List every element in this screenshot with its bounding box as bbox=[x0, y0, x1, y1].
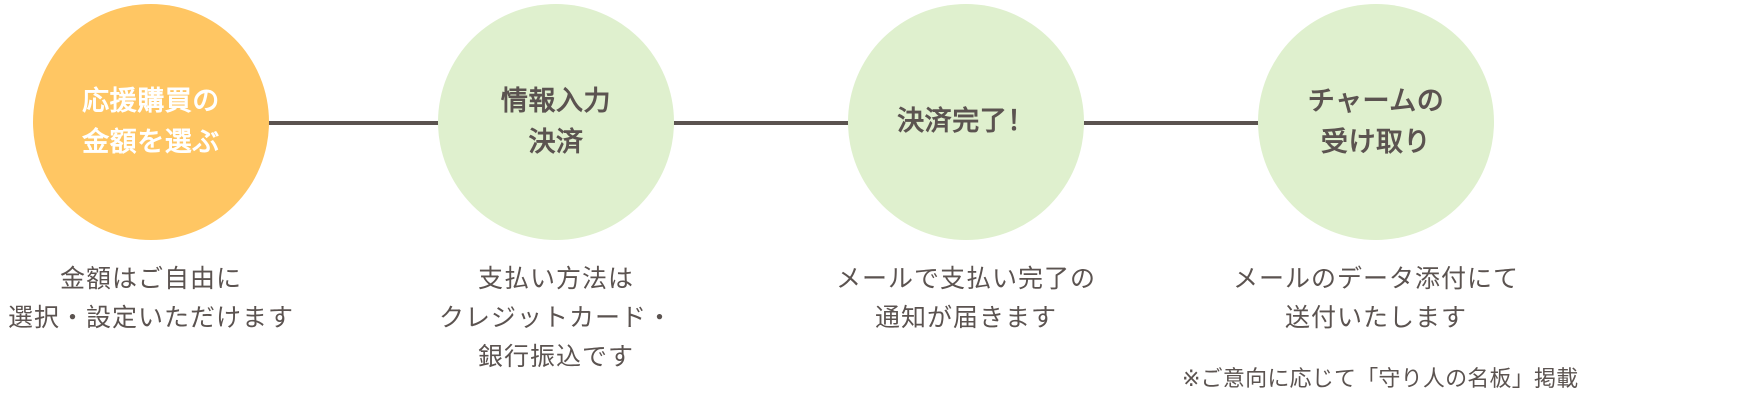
connector-step1-step2 bbox=[268, 121, 440, 125]
step-2-caption: 支払い方法は クレジットカード・ 銀行振込です bbox=[438, 265, 673, 371]
step-4-caption: メールのデータ添付にて 送付いたします bbox=[1232, 265, 1519, 332]
step-1-label: 応援購買の 金額を選ぶ bbox=[82, 85, 220, 157]
connector-step2-step3 bbox=[673, 121, 853, 125]
footnote: ※ご意向に応じて「守り人の名板」掲載 bbox=[1182, 366, 1579, 391]
step-4-label: チャームの 受け取り bbox=[1307, 85, 1445, 157]
step-3-caption: メールで支払い完了の 通知が届きます bbox=[835, 265, 1096, 332]
flow-step-2[interactable]: 情報入力 決済 支払い方法は クレジットカード・ 銀行振込です bbox=[336, 0, 776, 377]
flow-step-1[interactable]: 応援購買の 金額を選ぶ 金額はご自由に 選択・設定いただけます bbox=[0, 0, 371, 338]
step-3-circle[interactable]: 決済完了！ bbox=[848, 4, 1084, 240]
step-3-label: 決済完了！ bbox=[897, 106, 1035, 137]
flow-step-4[interactable]: チャームの 受け取り メールのデータ添付にて 送付いたします bbox=[1156, 0, 1596, 338]
step-2-circle[interactable]: 情報入力 決済 bbox=[438, 4, 674, 240]
step-4-circle[interactable]: チャームの 受け取り bbox=[1258, 4, 1494, 240]
step-1-caption: 金額はご自由に 選択・設定いただけます bbox=[7, 265, 294, 332]
connector-step3-step4 bbox=[1081, 121, 1259, 125]
step-2-label: 情報入力 決済 bbox=[500, 85, 612, 157]
flow-step-3[interactable]: 決済完了！ メールで支払い完了の 通知が届きます bbox=[746, 0, 1186, 338]
step-1-circle[interactable]: 応援購買の 金額を選ぶ bbox=[33, 4, 269, 240]
